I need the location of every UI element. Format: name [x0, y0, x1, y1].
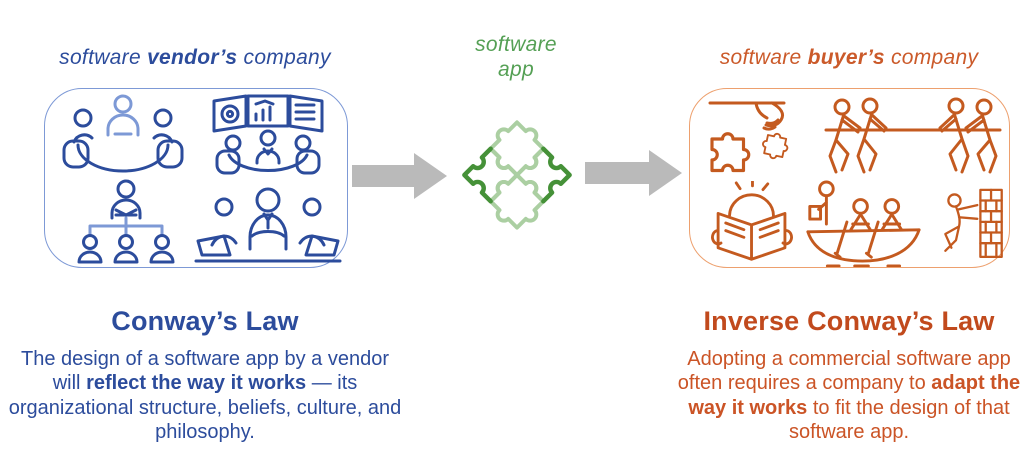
conway-law-title: Conway’s Law: [111, 306, 299, 336]
buyer-header-post: company: [884, 46, 979, 69]
puzzle-pieces-icon: [455, 113, 579, 237]
inverse-conway-law-description: Adopting a commercial software app often…: [666, 347, 1024, 445]
vendor-header-pre: software: [59, 46, 148, 69]
reading-manual-icon: [706, 181, 798, 265]
conway-law-description: The design of a software app by a vendor…: [8, 347, 402, 445]
hand-placing-puzzle-icon: [706, 97, 818, 177]
rowing-boat-icon: [802, 179, 924, 267]
buyer-company-box: [689, 88, 1010, 268]
inverse-body-bold: adapt the way it works: [688, 372, 1021, 419]
buyer-header-bold: buyer’s: [807, 46, 885, 69]
app-header-line2: app: [498, 58, 534, 82]
inverse-body-pre: Adopting a commercial software app often…: [677, 348, 1011, 395]
dashboard-team-icon: [199, 93, 337, 177]
org-chart-icon: [67, 179, 185, 265]
meeting-table-icon: [57, 93, 189, 177]
inverse-body-post: to fit the design of that software app.: [788, 396, 1010, 444]
buyer-company-header: software buyer’s company: [688, 46, 1010, 70]
conway-body-post: — its organizational structure, beliefs,…: [8, 372, 402, 444]
brick-wall-icon: [924, 179, 1004, 267]
vendor-company-box: [44, 88, 348, 268]
laptop-team-icon: [193, 185, 343, 265]
arrow-vendor-to-app-icon: [352, 153, 447, 199]
vendor-header-post: company: [237, 46, 331, 69]
arrow-app-to-buyer-icon: [585, 150, 682, 196]
buyer-header-pre: software: [719, 46, 808, 69]
software-app-header: software app: [446, 32, 586, 82]
app-header-line1: software: [475, 33, 557, 56]
conway-body-bold: reflect the way it works: [86, 372, 307, 395]
vendor-company-header: software vendor’s company: [45, 46, 345, 70]
inverse-conway-law-title: Inverse Conway’s Law: [703, 306, 995, 336]
tug-of-war-icon: [822, 95, 1004, 177]
vendor-header-bold: vendor’s: [147, 46, 238, 69]
conway-body-pre: The design of a software app by a vendor…: [20, 348, 389, 395]
